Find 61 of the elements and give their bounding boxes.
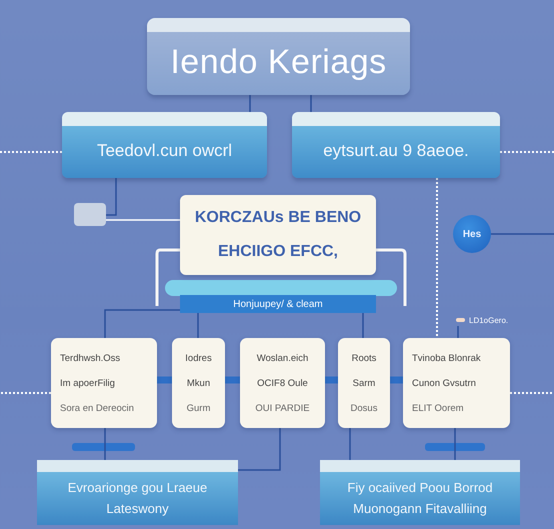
node-text: Gurm [186,402,210,414]
node-text: Roots [352,352,376,364]
connector-line [249,95,251,112]
node-text: Hes [462,228,482,240]
node-text: Sora en Dereocin [60,402,134,414]
connector-bar [390,376,403,384]
node-text: OUI PARDIE [255,402,310,414]
connector-line [104,428,106,460]
connector-line [0,392,51,394]
node-text: OCIF8 Oule [257,378,308,388]
connector-line [491,233,554,235]
connector-tab [74,203,106,226]
node-text: Honjuupey/ & cleam [233,298,323,310]
node-text: KORCZAUs BE BENO [194,209,362,227]
section-box [62,112,267,178]
node-text: eytsurt.au 9 8aeoe. [323,141,469,161]
summary-box [320,460,520,525]
summary-box [37,460,238,525]
connector-line [362,313,364,338]
heading-panel [180,195,376,275]
connector-line [457,326,459,338]
connector-line [500,151,554,153]
info-card [338,338,390,428]
node-text: Woslan.eich [256,352,308,364]
node-text: Terdhwsh.Oss [60,352,120,364]
node-text: Iodres [185,352,212,364]
label-bar [180,295,376,313]
info-card [172,338,225,428]
node-text: EHCIIGO EFCC, [218,243,338,261]
info-card [240,338,325,428]
node-text: Im apoerFilig [60,378,115,388]
node-text: Sarm [352,378,376,388]
node-text: Evroarionge gou Lraeue Lateswony [66,478,208,518]
connector-line [310,95,312,112]
node-text: ELIT Oorem [412,402,464,414]
node-text: Fiy ocaiived Poou Borrod Muonogann Fitavalliing [346,478,494,518]
node-text: Cunon Gvsutrn [412,378,476,388]
connector-line [349,428,351,460]
connector-line [238,428,281,471]
node-text: Teedovl.cun owcrl [96,141,232,161]
circle-badge [453,215,491,253]
connector-bar [225,376,240,384]
connector-line [510,392,554,394]
connector-bar [325,376,338,384]
connector-line [106,219,180,221]
node-text: Iendo Keriags [170,43,387,82]
node-text: LD1oGero. [469,316,508,324]
connector-line [0,151,62,153]
connector-bar [157,376,172,384]
connector-line [436,178,438,338]
node-text: Tvinoba Blonrak [412,352,481,364]
connector-line [454,428,456,460]
info-card [403,338,510,428]
connector-line [104,309,180,338]
section-box [292,112,500,178]
node-text: Mkun [186,378,210,388]
connector-line [106,178,117,216]
info-card [51,338,157,428]
connector-line [197,313,199,338]
node-text: Dosus [350,402,378,414]
title-box [147,18,410,95]
